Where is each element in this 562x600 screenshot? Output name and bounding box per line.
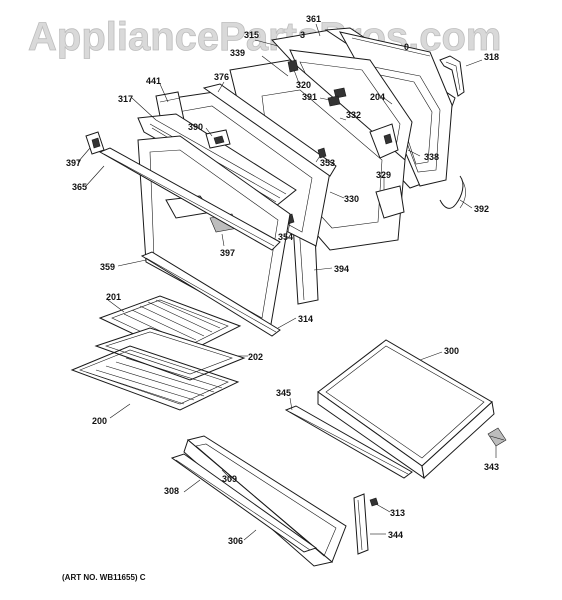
drawer-clip-343 [487, 427, 507, 447]
callout-306: 306 [228, 536, 243, 546]
callout-339: 339 [230, 48, 245, 58]
callout-338: 338 [424, 152, 439, 162]
oven-rack-200 [70, 345, 240, 411]
callout-309: 309 [222, 474, 237, 484]
callout-315: 315 [244, 30, 259, 40]
door-handle-365 [98, 147, 281, 251]
bracket-390-hole [213, 135, 225, 145]
clip-391 [327, 95, 341, 107]
callout-397-door: 397 [220, 248, 235, 258]
callout-392: 392 [474, 204, 489, 214]
drawer-handle-308 [170, 453, 318, 553]
hinge-318 [439, 55, 465, 97]
callout-332: 332 [346, 110, 361, 120]
broil-pan-tray-202 [94, 327, 246, 381]
callout-201: 201 [106, 292, 121, 302]
drawer-slide-344 [353, 493, 369, 555]
callout-354: 354 [278, 232, 293, 242]
art-number: (ART NO. WB11655) C [62, 573, 146, 582]
callout-0: 0 [404, 42, 409, 52]
callout-345: 345 [276, 388, 291, 398]
callout-200: 200 [92, 416, 107, 426]
callout-359: 359 [100, 262, 115, 272]
callout-344: 344 [388, 530, 403, 540]
screw-353 [317, 147, 327, 159]
callout-313: 313 [390, 508, 405, 518]
callout-308: 308 [164, 486, 179, 496]
hinge-clip-397 [85, 131, 105, 155]
drawer-front-306 [183, 435, 347, 567]
callout-394: 394 [334, 264, 349, 274]
callout-314: 314 [298, 314, 313, 324]
callout-376: 376 [214, 72, 229, 82]
callout-390: 390 [188, 122, 203, 132]
callout-300: 300 [444, 346, 459, 356]
callout-329: 329 [376, 170, 391, 180]
callout-202: 202 [248, 352, 263, 362]
hinge-bracket-329 [369, 123, 405, 219]
leader-lines [77, 23, 497, 541]
door-bottom-trim-359 [140, 251, 281, 337]
callout-365: 365 [72, 182, 87, 192]
door-spring-392 [439, 175, 466, 209]
callout-391: 391 [302, 92, 317, 102]
callout-361: 361 [306, 14, 321, 24]
watermark-text: AppliancePartsPros.com [28, 15, 502, 59]
drawer-rail-345 [284, 405, 413, 479]
callout-317: 317 [118, 94, 133, 104]
callout-441: 441 [146, 76, 161, 86]
callout-353: 353 [320, 158, 335, 168]
storage-drawer-300 [317, 339, 495, 480]
callout-labels: 315 361 3 0 339 318 441 376 320 317 391 … [66, 14, 499, 546]
callout-204: 204 [370, 92, 385, 102]
callout-330: 330 [344, 194, 359, 204]
callout-318: 318 [484, 52, 499, 62]
callout-320: 320 [296, 80, 311, 90]
callout-343: 343 [484, 462, 499, 472]
callout-397-left: 397 [66, 158, 81, 168]
callout-3: 3 [300, 30, 305, 40]
